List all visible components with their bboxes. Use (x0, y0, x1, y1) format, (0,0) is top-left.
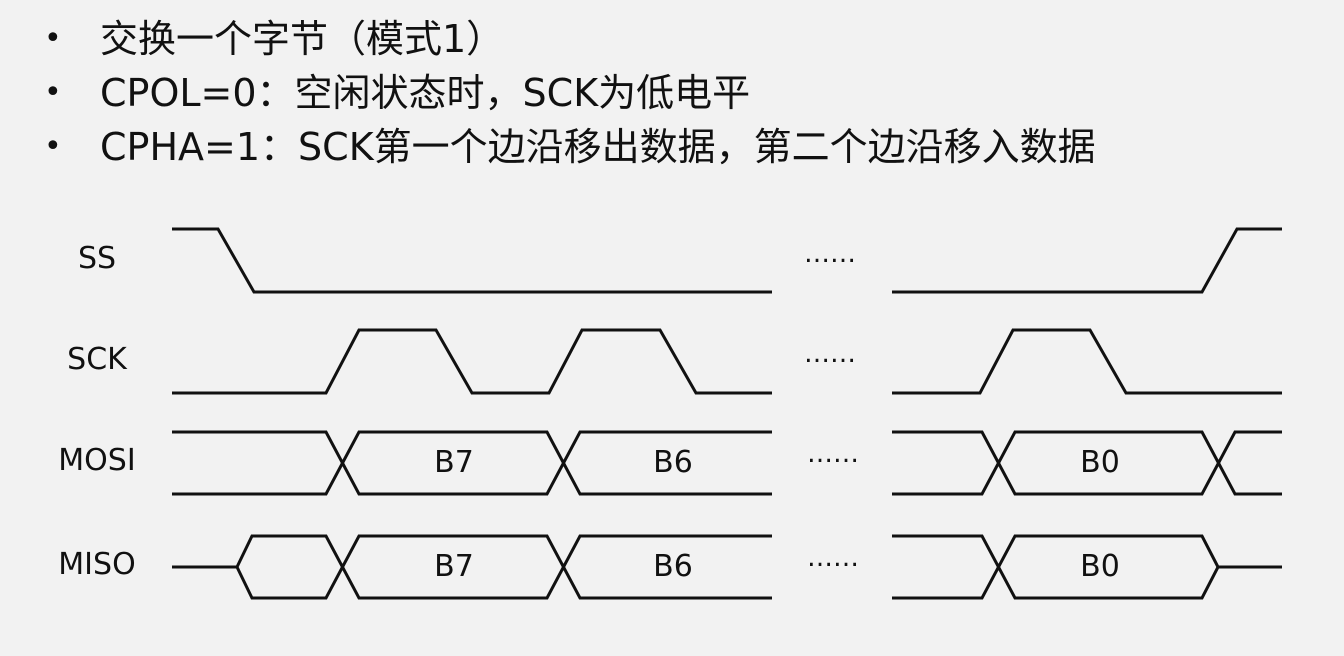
signal-label-sck: SCK (67, 342, 128, 377)
sck-waveform-right (892, 328, 1282, 395)
sck-waveform-left (172, 328, 772, 395)
miso-byte-label: B0 (1080, 549, 1120, 584)
ellipsis: …… (807, 439, 859, 469)
mosi-byte-label: B6 (653, 445, 693, 480)
mosi-byte-label: B0 (1080, 445, 1120, 480)
ss-waveform-right (892, 227, 1282, 294)
mosi-waveform (172, 430, 1282, 496)
bullet-marker: • (44, 21, 62, 56)
bullet-text: 交换一个字节（模式1） (100, 17, 505, 61)
bullet-marker: • (44, 129, 62, 164)
mosi-byte-label: B7 (434, 445, 474, 480)
bullet-item: • 交换一个字节（模式1） (44, 12, 1096, 66)
bullet-list: • 交换一个字节（模式1） • CPOL=0：空闲状态时，SCK为低电平 • C… (44, 12, 1096, 174)
ellipsis: …… (804, 239, 856, 269)
ss-waveform-left (172, 227, 772, 294)
signal-label-miso: MISO (58, 547, 135, 582)
bullet-marker: • (44, 75, 62, 110)
bullet-text: CPOL=0：空闲状态时，SCK为低电平 (100, 71, 751, 115)
miso-byte-label: B6 (653, 549, 693, 584)
bullet-item: • CPHA=1：SCK第一个边沿移出数据，第二个边沿移入数据 (44, 120, 1096, 174)
miso-byte-label: B7 (434, 549, 474, 584)
signal-label-ss: SS (78, 241, 116, 276)
bullet-item: • CPOL=0：空闲状态时，SCK为低电平 (44, 66, 1096, 120)
bullet-text: CPHA=1：SCK第一个边沿移出数据，第二个边沿移入数据 (100, 125, 1096, 169)
miso-waveform (172, 534, 1282, 600)
signal-label-mosi: MOSI (58, 443, 135, 478)
ellipsis: …… (804, 339, 856, 369)
ellipsis: …… (807, 543, 859, 573)
